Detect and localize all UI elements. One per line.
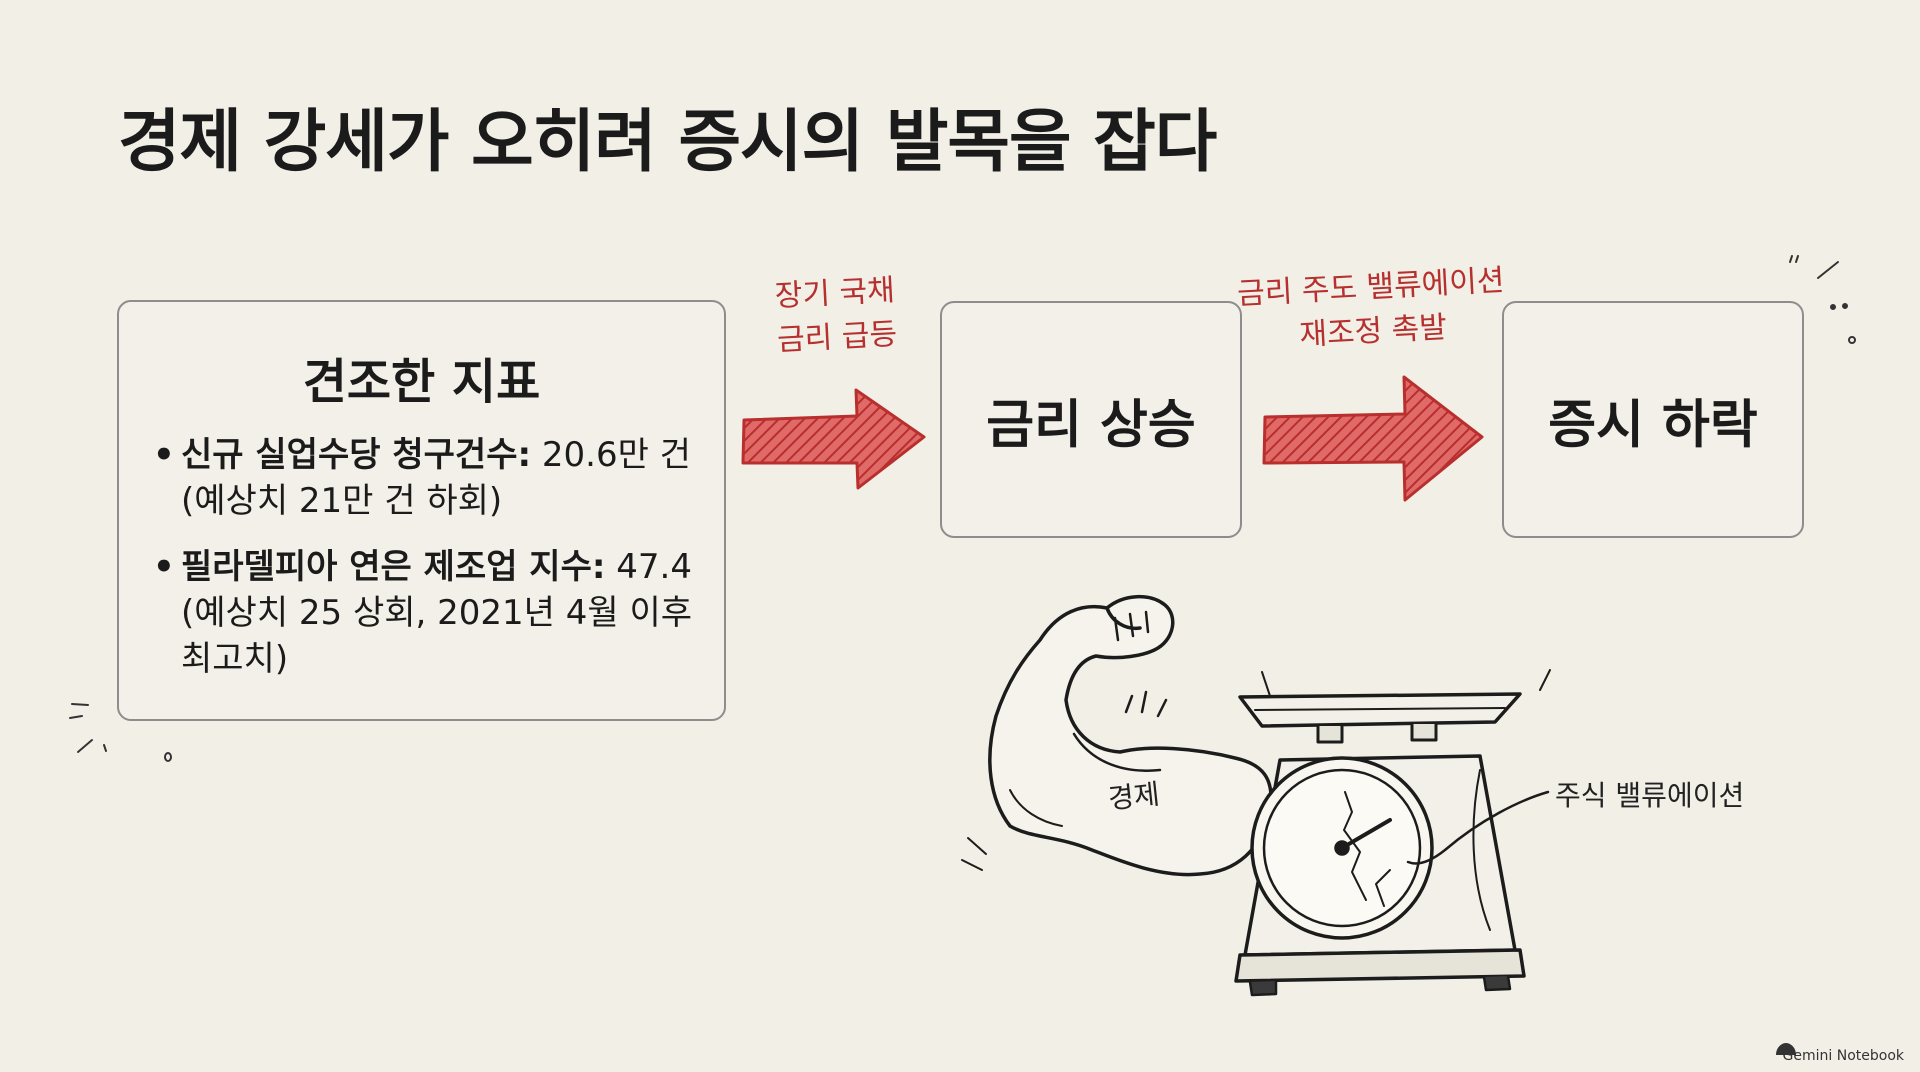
page-title: 경제 강세가 오히려 증시의 발목을 잡다 [118, 103, 1217, 182]
indicator-note: (예상치 21만 건 하회) [181, 481, 503, 521]
indicator-list: 신규 실업수당 청구건수: 20.6만 건 (예상치 21만 건 하회) 필라델… [149, 432, 704, 702]
branding-footer: Gemini Notebook [1764, 1048, 1904, 1064]
flexing-arm-icon [961, 594, 1273, 877]
indicator-value: 47.4 [616, 547, 692, 587]
rate-rise-box: 금리 상승 [940, 301, 1242, 538]
arrow-right-icon [741, 388, 926, 490]
indicator-label: 필라델피아 연은 제조업 지수: [181, 547, 606, 587]
indicators-heading: 견조한 지표 [302, 354, 541, 410]
indicator-label: 신규 실업수당 청구건수: [181, 435, 532, 475]
indicator-value: 20.6만 건 [541, 435, 691, 475]
stock-decline-label: 증시 하락 [1548, 395, 1758, 455]
indicator-philly-fed: 필라델피아 연은 제조업 지수: 47.4 (예상치 25 상회, 2021년 … [149, 544, 704, 682]
gemini-logo-icon [1776, 1043, 1796, 1055]
scale-icon [1234, 669, 1551, 997]
pointer-line [1406, 790, 1550, 865]
indicator-jobless-claims: 신규 실업수당 청구건수: 20.6만 건 (예상치 21만 건 하회) [149, 432, 704, 524]
arm-label: 경제 [1106, 777, 1162, 816]
stock-decline-box: 증시 하락 [1502, 301, 1804, 538]
scale-label: 주식 밸류에이션 [1555, 779, 1745, 812]
indicator-note: (예상치 25 상회, 2021년 4월 이후 최고치) [181, 593, 693, 679]
brand-spacer [1764, 1052, 1778, 1061]
branding-text: Gemini Notebook [1782, 1048, 1904, 1064]
arrow-right-icon [1262, 375, 1484, 502]
indicators-box: 견조한 지표 신규 실업수당 청구건수: 20.6만 건 (예상치 21만 건 … [117, 300, 726, 721]
rate-rise-label: 금리 상승 [986, 395, 1196, 455]
doodle-marks [69, 255, 1856, 762]
